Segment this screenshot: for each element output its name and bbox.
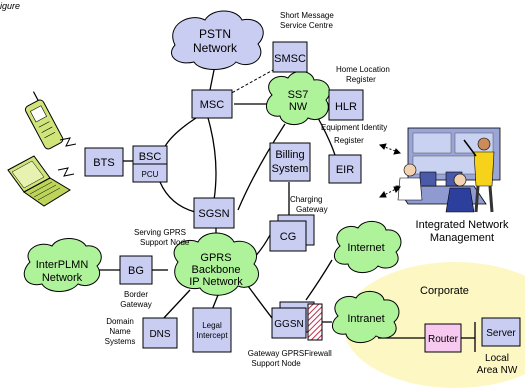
sgsn-label: SGSN	[198, 208, 229, 220]
gprs-line2: Backbone	[192, 264, 241, 276]
pstn-cloud: PSTN Network	[171, 10, 264, 70]
dns-box	[142, 317, 178, 349]
link-gprs-dns	[161, 289, 191, 321]
bsc-label: BSC	[139, 151, 162, 163]
pcu-label: PCU	[142, 170, 159, 179]
ss7-line1: SS7	[288, 89, 309, 101]
legal-line1: Legal	[202, 321, 222, 330]
link-ggsn-internet	[305, 259, 333, 301]
eir-caption-2: Register	[334, 136, 364, 145]
dns-label: DNS	[149, 329, 170, 340]
smsc-caption-1: Short Message	[280, 11, 334, 20]
smsc-caption-2: Service Centre	[280, 21, 333, 30]
intranet-label: Intranet	[347, 313, 384, 325]
ggsn-label: GGSN	[274, 319, 303, 330]
link-msc-bsc	[162, 117, 197, 151]
server-label: Server	[486, 328, 516, 339]
laptop-icon	[7, 155, 71, 207]
intranet-cloud: Intranet	[331, 291, 400, 343]
eir-caption-1: Equipment Identity	[321, 123, 387, 132]
link-msc-sgsn	[207, 117, 217, 201]
gprs-backbone-cloud: GPRS Backbone IP Network	[173, 232, 260, 296]
interplmn-line1: InterPLMN	[36, 259, 89, 271]
bts-label: BTS	[93, 157, 114, 169]
link-ss7-sgsn	[237, 123, 286, 211]
hlr-caption-1: Home Location	[336, 65, 390, 74]
dns-caption-1: Domain	[106, 317, 134, 326]
billing-box	[269, 142, 311, 182]
msc-label: MSC	[200, 99, 225, 111]
hlr-caption-2: Register	[346, 75, 376, 84]
inm-caption-2: Management	[430, 232, 494, 244]
gprs-line3: IP Network	[189, 276, 243, 288]
corporate-label: Corporate	[420, 285, 469, 297]
gprs-line1: GPRS	[200, 252, 231, 264]
cg-caption-1: Charging	[290, 195, 322, 204]
pstn-line2: Network	[193, 41, 238, 55]
link-msc-smsc-dashed	[227, 69, 274, 96]
internet-cloud: Internet	[333, 221, 402, 273]
ggsn-caption-2: Support Node	[251, 359, 301, 368]
router-box	[424, 323, 462, 353]
smsc-box	[272, 41, 308, 73]
msc-box	[191, 89, 233, 119]
link-bsc-sgsn	[159, 181, 196, 213]
local-nw-line1: Local	[485, 353, 509, 364]
link-gprs-ggsn	[247, 285, 273, 319]
smsc-label: SMSC	[274, 53, 306, 65]
bg-caption-2: Gateway	[120, 300, 152, 309]
internet-label: Internet	[347, 242, 384, 254]
cg-caption-2: Gateway	[296, 205, 328, 214]
sgsn-box	[193, 197, 235, 229]
hlr-label: HLR	[335, 101, 357, 113]
eir-box	[328, 154, 362, 184]
interplmn-cloud: InterPLMN Network	[23, 238, 102, 292]
mobile-phone-icon	[24, 91, 64, 150]
router-label: Router	[428, 334, 459, 345]
server-box	[481, 317, 521, 347]
firewall-caption: Firewall	[304, 349, 332, 358]
nms-arrows	[378, 143, 402, 198]
bg-label: BG	[128, 265, 144, 277]
network-management-illustration	[395, 127, 501, 213]
ggsn-box	[271, 307, 307, 339]
radio-link-laptop	[57, 167, 75, 177]
bg-box	[119, 255, 153, 285]
ss7-cloud: SS7 NW	[265, 71, 330, 125]
radio-link-phone	[59, 137, 77, 147]
dns-caption-3: Systems	[105, 337, 136, 346]
firewall-block	[307, 303, 323, 341]
ss7-line2: NW	[289, 101, 308, 113]
billing-line1: Billing	[275, 149, 304, 161]
sgsn-caption-2: Support Node	[140, 238, 190, 247]
pstn-line1: PSTN	[199, 27, 231, 41]
legal-intercept-box	[192, 307, 232, 353]
cg-box	[269, 220, 307, 252]
dns-caption-2: Name	[109, 327, 131, 336]
inm-caption-1: Integrated Network	[416, 219, 509, 231]
hlr-box	[328, 89, 364, 121]
eir-label: EIR	[336, 164, 354, 176]
legal-line2: Intercept	[196, 331, 228, 340]
figure-label: igure	[0, 1, 20, 11]
link-ss7-eir	[317, 117, 336, 156]
sgsn-caption-1: Serving GPRS	[134, 228, 186, 237]
bg-caption-1: Border	[124, 290, 148, 299]
bts-box	[84, 147, 124, 177]
billing-line2: System	[272, 163, 309, 175]
ggsn-caption-1: Gateway GPRS	[248, 349, 304, 358]
cg-label: CG	[280, 231, 297, 243]
interplmn-line2: Network	[42, 272, 83, 284]
local-nw-line2: Area NW	[477, 365, 518, 376]
